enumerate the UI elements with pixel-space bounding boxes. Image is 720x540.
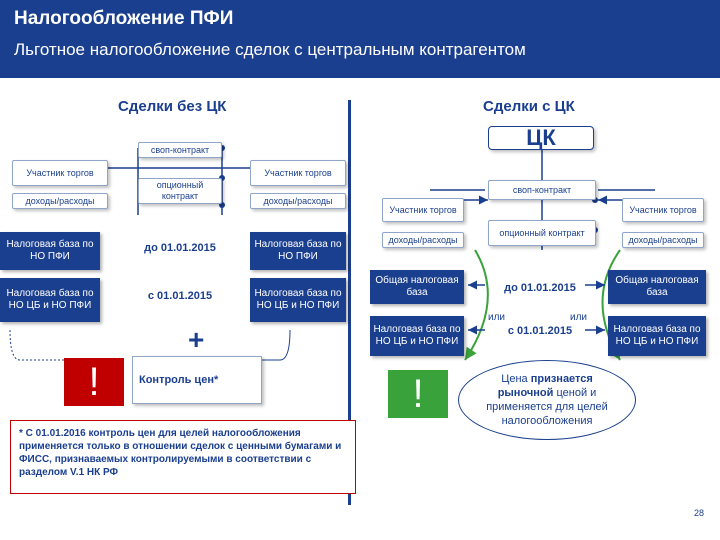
right-option-contract: опционный контракт xyxy=(488,220,596,246)
left-tax-base-b-1: Налоговая база по НО ПФИ xyxy=(250,232,346,270)
left-income-b: доходы/расходы xyxy=(250,193,346,209)
right-participant-a: Участник торгов xyxy=(382,198,464,222)
right-general-base-a: Общая налоговая база xyxy=(370,270,464,304)
market-price-bold: признается рыночной xyxy=(497,373,593,399)
page-title: Налогообложение ПФИ xyxy=(14,8,234,29)
alert-icon: ! xyxy=(64,358,124,406)
market-price-oval: Цена признается рыночной ценой и применя… xyxy=(458,360,636,440)
right-income-b: доходы/расходы xyxy=(622,232,704,248)
or-label-left: или xyxy=(488,312,506,323)
price-control-box: Контроль цен* xyxy=(132,356,262,404)
ok-icon: ! xyxy=(388,370,448,418)
right-income-a: доходы/расходы xyxy=(382,232,464,248)
left-participant-b: Участник торгов xyxy=(250,160,346,186)
central-counterparty-box: ЦК xyxy=(488,125,594,150)
left-tax-base-a-1: Налоговая база по НО ПФИ xyxy=(0,232,100,270)
left-income-a: доходы/расходы xyxy=(12,193,108,209)
header-bar xyxy=(0,0,720,78)
market-price-post: ценой и применяется для целей налогообло… xyxy=(486,387,608,427)
left-swap-contract: своп-контракт xyxy=(138,142,222,158)
plus-sign: + xyxy=(188,324,205,355)
left-section-title: Сделки без ЦК xyxy=(118,98,227,115)
left-option-contract: опционный контракт xyxy=(138,178,222,204)
section-divider xyxy=(348,100,351,505)
right-general-base-b: Общая налоговая база xyxy=(608,270,706,304)
right-tax-base-b-2: Налоговая база по НО ЦБ и НО ПФИ xyxy=(608,316,706,356)
left-tax-base-a-2: Налоговая база по НО ЦБ и НО ПФИ xyxy=(0,278,100,322)
left-participant-a: Участник торгов xyxy=(12,160,108,186)
right-date-2: с 01.01.2015 xyxy=(507,325,573,337)
or-label-right: или xyxy=(570,312,588,323)
page-number: 28 xyxy=(693,508,704,518)
left-tax-base-b-2: Налоговая база по НО ЦБ и НО ПФИ xyxy=(250,278,346,322)
footnote: * С 01.01.2016 контроль цен для целей на… xyxy=(10,420,356,494)
market-price-pre: Цена xyxy=(501,373,531,385)
right-date-1: до 01.01.2015 xyxy=(504,282,576,294)
left-date-1: до 01.01.2015 xyxy=(144,242,216,254)
right-participant-b: Участник торгов xyxy=(622,198,704,222)
right-section-title: Сделки с ЦК xyxy=(483,98,575,115)
left-date-2: с 01.01.2015 xyxy=(147,290,213,302)
page-subtitle: Льготное налогообложение сделок с центра… xyxy=(14,40,526,59)
right-tax-base-a-2: Налоговая база по НО ЦБ и НО ПФИ xyxy=(370,316,464,356)
right-swap-contract: своп-контракт xyxy=(488,180,596,200)
